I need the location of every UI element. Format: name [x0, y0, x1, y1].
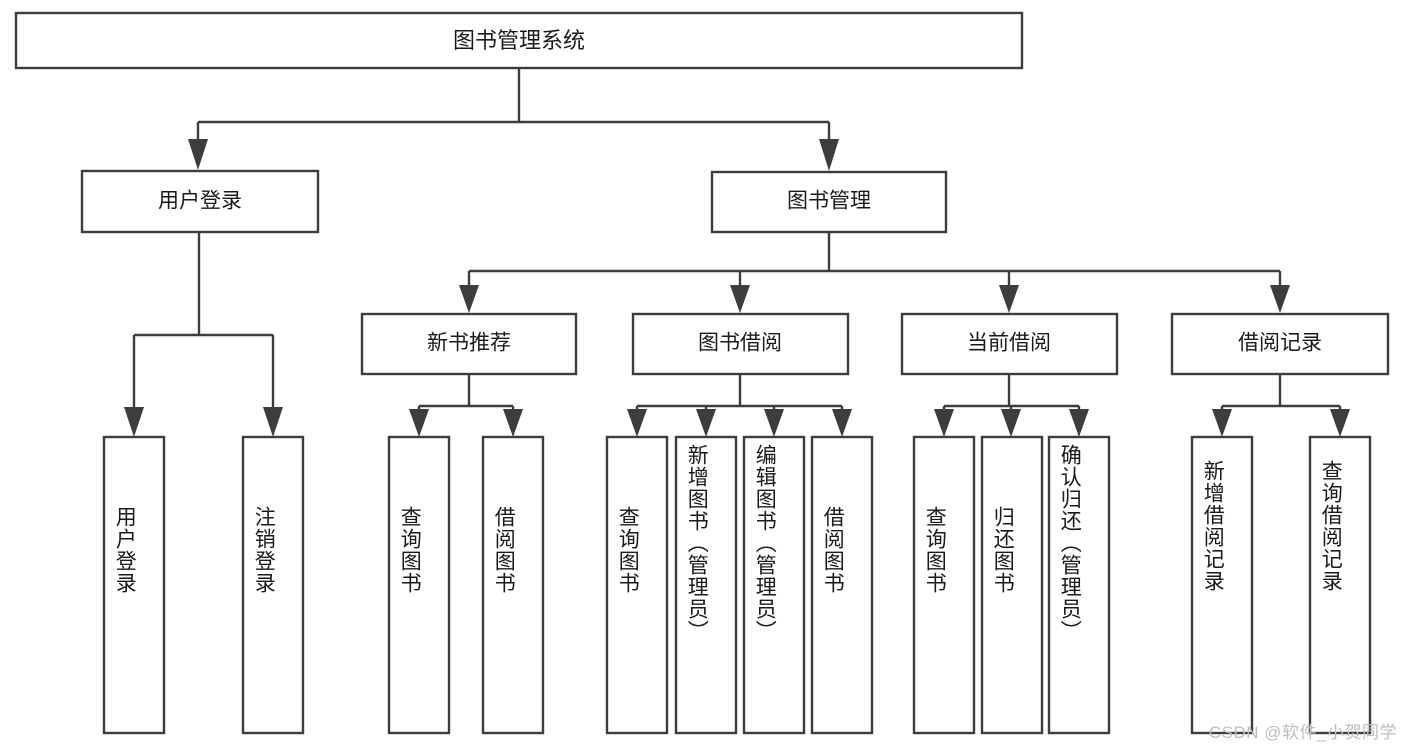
leaf-box-query-book-2[interactable]: [605, 435, 669, 735]
node-user-login-box[interactable]: [80, 169, 320, 234]
node-book-manage-label: 图书管理: [787, 190, 871, 213]
arrow-user-login-d2: [263, 407, 283, 437]
arrow-cb-d2: [1001, 409, 1021, 437]
node-root-label: 图书管理系统: [453, 28, 585, 53]
arrow-root-to-book-manage: [819, 139, 839, 171]
leaf-box-return-book[interactable]: [980, 435, 1044, 735]
node-new-book-recommend-box[interactable]: [360, 312, 578, 376]
node-user-login-label: 用户登录: [158, 190, 242, 213]
node-borrow-record[interactable]: 借阅记录: [1170, 312, 1390, 376]
node-root-box[interactable]: [14, 11, 1024, 70]
leaf-box-query-book-1[interactable]: [387, 435, 451, 735]
arrow-br-d1: [1212, 409, 1232, 437]
node-current-borrow-box[interactable]: [900, 312, 1119, 376]
node-current-borrow-label: 当前借阅: [967, 332, 1051, 355]
node-new-book-recommend-label: 新书推荐: [427, 332, 511, 355]
leaf-box-edit-book-admin[interactable]: [742, 435, 806, 735]
edge-group-book-manage: [459, 232, 1290, 313]
arrow-bb-d1: [627, 409, 647, 437]
leaf-box-query-book-3[interactable]: [912, 435, 976, 735]
node-user-login[interactable]: 用户登录: [80, 169, 320, 234]
arrow-nbr-d2: [503, 409, 523, 437]
leaf-box-add-book-admin[interactable]: [674, 435, 738, 735]
leaf-box-add-borrow-record[interactable]: [1190, 435, 1254, 735]
leaf-box-query-borrow-record[interactable]: [1308, 435, 1372, 735]
node-new-book-recommend[interactable]: 新书推荐: [360, 312, 578, 376]
arrow-bm-to-new-book-recommend: [459, 285, 479, 313]
leaf-box-borrow-book-1[interactable]: [481, 435, 545, 735]
node-borrow-record-label: 借阅记录: [1238, 332, 1322, 355]
edge-group-root: [188, 68, 839, 171]
leaf-box-user-login[interactable]: [102, 435, 166, 735]
leaf-box-confirm-return-admin[interactable]: [1047, 435, 1111, 735]
arrow-bm-to-current-borrow: [999, 285, 1019, 313]
arrow-bb-d4: [832, 409, 852, 437]
arrow-user-login-d1: [124, 407, 144, 437]
node-book-manage[interactable]: 图书管理: [710, 170, 948, 234]
edge-group-book-borrow: [627, 374, 852, 437]
leaf-box-borrow-book-2[interactable]: [810, 435, 874, 735]
edge-group-new-book-recommend: [409, 374, 523, 437]
node-book-borrow[interactable]: 图书借阅: [631, 312, 850, 376]
node-book-manage-box[interactable]: [710, 170, 948, 234]
node-book-borrow-label: 图书借阅: [698, 332, 782, 355]
node-borrow-record-box[interactable]: [1170, 312, 1390, 376]
arrow-nbr-d1: [409, 409, 429, 437]
arrow-root-to-user-login: [188, 139, 208, 170]
edge-group-user-login: [124, 232, 283, 437]
leaf-box-logout-login[interactable]: [241, 435, 305, 735]
node-current-borrow[interactable]: 当前借阅: [900, 312, 1119, 376]
csdn-watermark: CSDN @软件_小贺同学: [1208, 723, 1397, 742]
arrow-bb-d2: [696, 409, 716, 437]
node-book-borrow-box[interactable]: [631, 312, 850, 376]
edge-group-current-borrow: [934, 374, 1089, 437]
arrow-bm-to-book-borrow: [730, 285, 750, 313]
arrow-cb-d1: [934, 409, 954, 437]
arrow-bb-d3: [764, 409, 784, 437]
arrow-cb-d3: [1069, 409, 1089, 437]
edge-group-borrow-record: [1212, 374, 1350, 437]
node-root[interactable]: 图书管理系统: [14, 11, 1024, 70]
arrow-bm-to-borrow-record: [1270, 285, 1290, 313]
arrow-br-d2: [1330, 409, 1350, 437]
